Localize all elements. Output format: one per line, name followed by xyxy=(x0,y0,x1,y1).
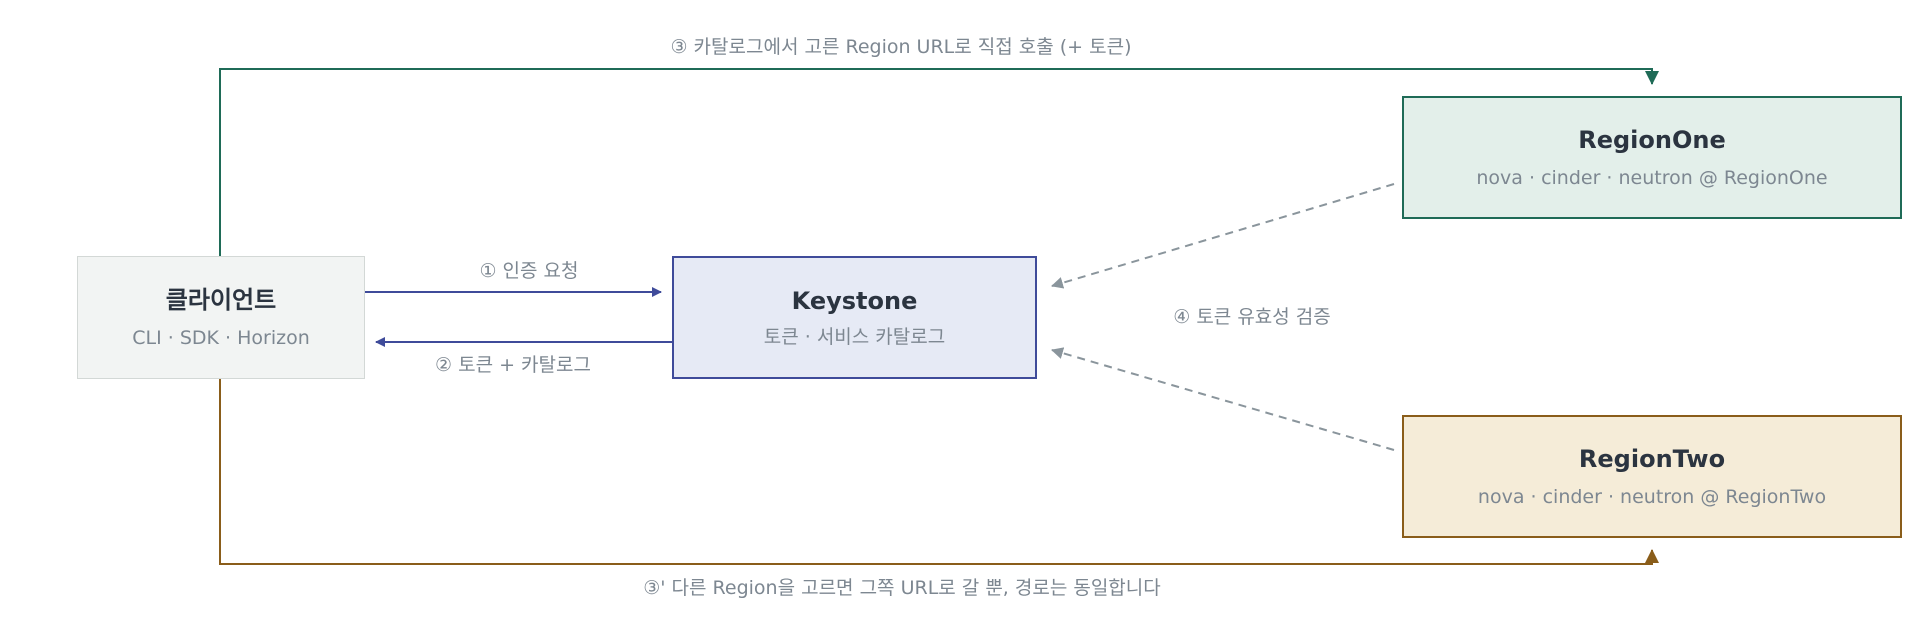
keystone-node-subtitle: 토큰 · 서비스 카탈로그 xyxy=(763,325,946,348)
client-node-subtitle: CLI · SDK · Horizon xyxy=(132,326,310,349)
edge-label-token-validate: ④ 토큰 유효성 검증 xyxy=(1173,306,1331,328)
edge-other-region xyxy=(219,379,1659,565)
region-one-node-subtitle: nova · cinder · neutron @ RegionOne xyxy=(1476,166,1828,189)
keystone-node-title: Keystone xyxy=(791,286,918,315)
region-two-node: RegionTwo nova · cinder · neutron @ Regi… xyxy=(1402,415,1902,538)
client-node-title: 클라이언트 xyxy=(165,285,277,314)
region-two-node-title: RegionTwo xyxy=(1578,444,1726,473)
edge-label-direct-call: ③ 카탈로그에서 고른 Region URL로 직접 호출 (+ 토큰) xyxy=(670,36,1132,58)
edge-label-other-region: ③' 다른 Region을 고르면 그쪽 URL로 갈 뿐, 경로는 동일합니다 xyxy=(643,577,1161,599)
edge-validate-from-region-one xyxy=(1051,183,1395,289)
edge-label-auth-request: ① 인증 요청 xyxy=(479,260,579,282)
edge-label-token-catalog: ② 토큰 + 카탈로그 xyxy=(435,354,591,376)
region-one-node-title: RegionOne xyxy=(1578,125,1726,154)
region-one-node: RegionOne nova · cinder · neutron @ Regi… xyxy=(1402,96,1902,219)
client-node: 클라이언트 CLI · SDK · Horizon xyxy=(77,256,365,379)
edge-validate-from-region-two xyxy=(1051,347,1395,451)
keystone-node: Keystone 토큰 · 서비스 카탈로그 xyxy=(672,256,1037,379)
region-two-node-subtitle: nova · cinder · neutron @ RegionTwo xyxy=(1477,485,1827,508)
edge-direct-call xyxy=(219,68,1659,256)
